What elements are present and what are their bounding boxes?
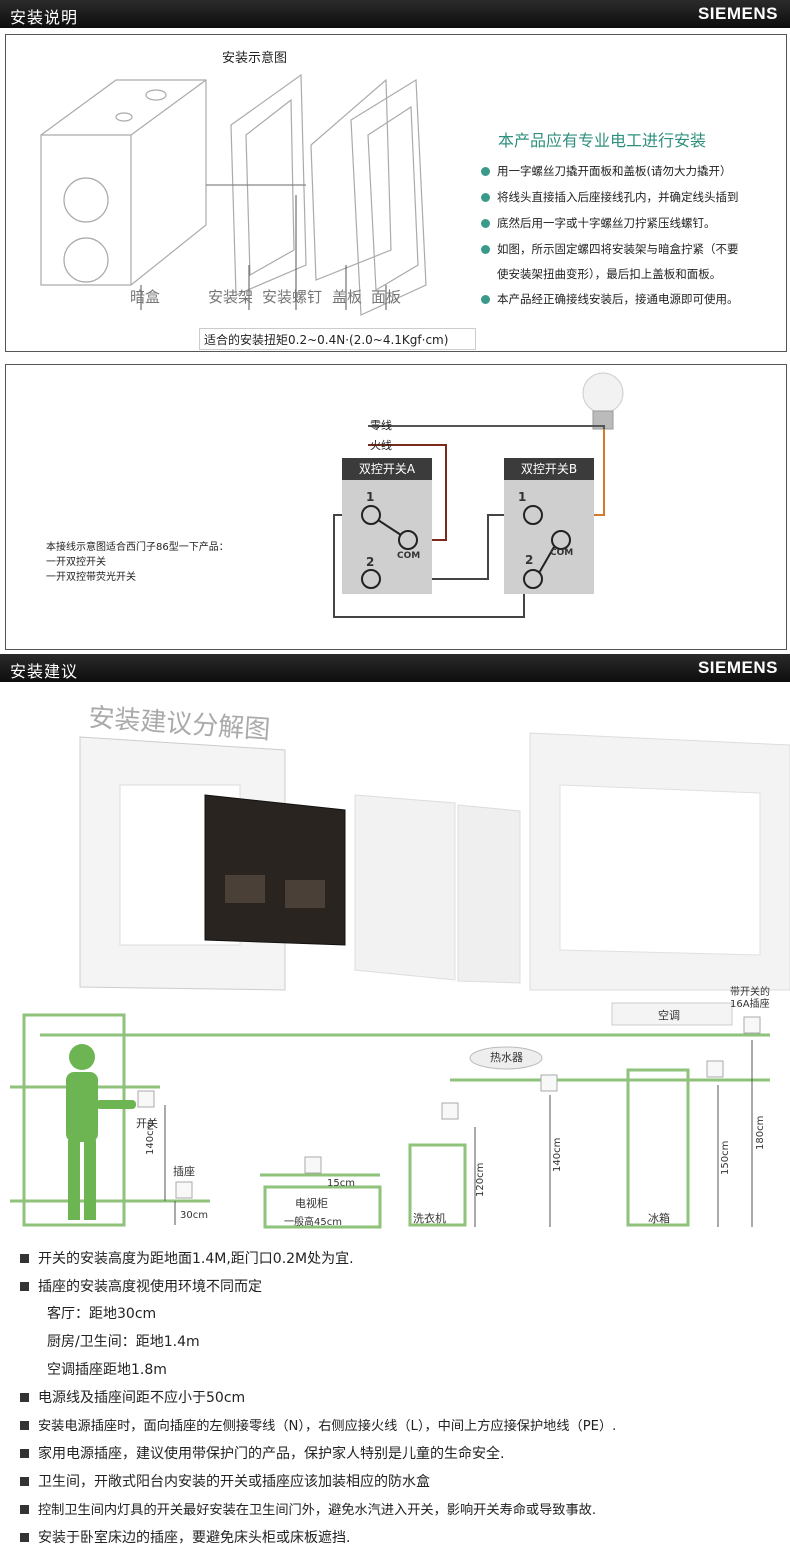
switch-b-terminal-2: 2 [525, 553, 534, 567]
socket-height-value: 30cm [180, 1210, 208, 1221]
bullet-square-icon [20, 1393, 29, 1402]
bullet-square-icon [20, 1254, 29, 1263]
ac-label: 空调 [658, 1009, 680, 1022]
bullet-dot-icon [481, 245, 490, 254]
bullet-square-icon [20, 1449, 29, 1458]
torque-box: 适合的安装扭矩0.2~0.4N·(2.0~4.1Kgf·cm) [199, 328, 476, 350]
wiring-note: 本接线示意图适合西门子86型一下产品： 一开双控开关 一开双控带荧光开关 [46, 542, 229, 583]
step-item: 本产品经正确接线安装后，接通电源即可使用。 [481, 291, 739, 307]
switch-label: 开关 [136, 1117, 158, 1130]
fridge-label: 冰箱 [648, 1212, 670, 1225]
label-screw: 安装螺钉 [262, 288, 323, 306]
tv-cabinet-height: 一般高45cm [284, 1217, 342, 1228]
water-heater-label: 热水器 [490, 1051, 523, 1064]
step-item: 底然后用一字或十字螺丝刀拧紧压线螺钉。 [481, 215, 716, 231]
install-tips-list: 开关的安装高度为距地面1.4M,距门口0.2M处为宜. 插座的安装高度视使用环境… [0, 1240, 790, 1558]
tip-item: 插座的安装高度视使用环境不同而定 [20, 1276, 262, 1296]
switch-b-terminal-1: 1 [518, 490, 527, 504]
neutral-wire-label: 零线 [370, 419, 392, 432]
brand-logo: SIEMENS [697, 4, 778, 23]
section-title: 安装说明 [10, 8, 79, 27]
tip-sub-item: 厨房/卫生间：距地1.4m [47, 1334, 200, 1350]
bullet-dot-icon [481, 295, 490, 304]
label-cover: 盖板 [332, 288, 363, 306]
fridge-height-value: 150cm [720, 1140, 731, 1175]
step-item: 如图，所示固定螺四将安装架与暗盒拧紧（不要 [481, 241, 739, 257]
ac-socket-height-value: 180cm [755, 1115, 766, 1150]
bullet-dot-icon [481, 193, 490, 202]
switch-a-terminal-2: 2 [366, 555, 375, 569]
step-item-continued: 使安装架扭曲变形），最后扣上盖板和面板。 [497, 267, 722, 281]
tip-sub-item: 客厅：距地30cm [47, 1306, 157, 1322]
section-header-install-guide: 安装说明 SIEMENS [0, 0, 790, 28]
tip-item: 电源线及插座间距不应小于50cm [20, 1387, 245, 1407]
switch-b-com: COM [550, 548, 574, 558]
step-item: 将线头直接插入后座接线孔内，并确定线头插到 [481, 189, 739, 205]
tv-socket-offset: 15cm [327, 1178, 355, 1189]
wiring-diagram-panel: 零线 火线 双控开关A 双控开关B 1 2 COM 1 2 COM 本接线示意图… [5, 364, 787, 650]
washer-height-value: 120cm [475, 1162, 486, 1197]
bullet-square-icon [20, 1505, 29, 1514]
live-wire-label: 火线 [370, 439, 392, 452]
bullet-square-icon [20, 1421, 29, 1430]
tip-item: 控制卫生间内灯具的开关最好安装在卫生间门外，避免水汽进入开关，影响开关寿命或导致… [20, 1499, 596, 1518]
product-exploded-photo [79, 732, 790, 991]
brand-logo: SIEMENS [697, 658, 778, 677]
tip-sub-item: 空调插座距地1.8m [47, 1362, 167, 1378]
tip-item: 卫生间，开敞式阳台内安装的开关或插座应该加装相应的防水盒 [20, 1471, 430, 1491]
bullet-dot-icon [481, 219, 490, 228]
install-heading: 本产品应有专业电工进行安装 [498, 131, 707, 150]
section-header-install-advice: 安装建议 SIEMENS [0, 654, 790, 682]
torque-text: 适合的安装扭矩0.2~0.4N·(2.0~4.1Kgf·cm) [204, 333, 449, 347]
exploded-line-drawing [40, 73, 427, 316]
heater-height-value: 140cm [552, 1137, 563, 1172]
label-mount-frame: 安装架 [208, 288, 254, 306]
socket-label: 插座 [173, 1165, 195, 1178]
switch-a-title: 双控开关A [342, 458, 432, 480]
step-item: 用一字螺丝刀撬开面板和盖板(请勿大力撬开） [481, 163, 731, 179]
diagram-title: 安装示意图 [222, 51, 288, 66]
switch-a-terminal-1: 1 [366, 490, 375, 504]
tv-cabinet-label: 电视柜 [295, 1197, 328, 1210]
bullet-square-icon [20, 1282, 29, 1291]
height-diagram [10, 1002, 770, 1229]
switch-height-value: 140cm [145, 1120, 156, 1155]
tip-item: 安装于卧室床边的插座，要避免床头柜或床板遮挡. [20, 1527, 350, 1547]
switch-b: 双控开关B [504, 458, 594, 594]
switch-a-com: COM [397, 551, 421, 561]
install-steps-list: 用一字螺丝刀撬开面板和盖板(请勿大力撬开） 将线头直接插入后座接线孔内，并确定线… [481, 163, 781, 333]
bullet-dot-icon [481, 167, 490, 176]
bullet-square-icon [20, 1533, 29, 1542]
install-diagram-panel: 安装示意图 暗盒 安装架 安装螺钉 [5, 34, 787, 352]
tip-item: 安装电源插座时，面向插座的左侧接零线（N），右侧应接火线（L），中间上方应接保护… [20, 1415, 616, 1434]
washer-label: 洗衣机 [413, 1212, 446, 1225]
section-title: 安装建议 [10, 662, 79, 681]
switch-b-title: 双控开关B [504, 458, 594, 480]
bullet-square-icon [20, 1477, 29, 1486]
tip-item: 家用电源插座，建议使用带保护门的产品，保护家人特别是儿童的生命安全. [20, 1443, 504, 1463]
label-face-plate: 面板 [371, 288, 402, 306]
switch-contacts [361, 505, 571, 589]
label-back-box: 暗盒 [130, 288, 161, 306]
tip-item: 开关的安装高度为距地面1.4M,距门口0.2M处为宜. [20, 1248, 354, 1268]
